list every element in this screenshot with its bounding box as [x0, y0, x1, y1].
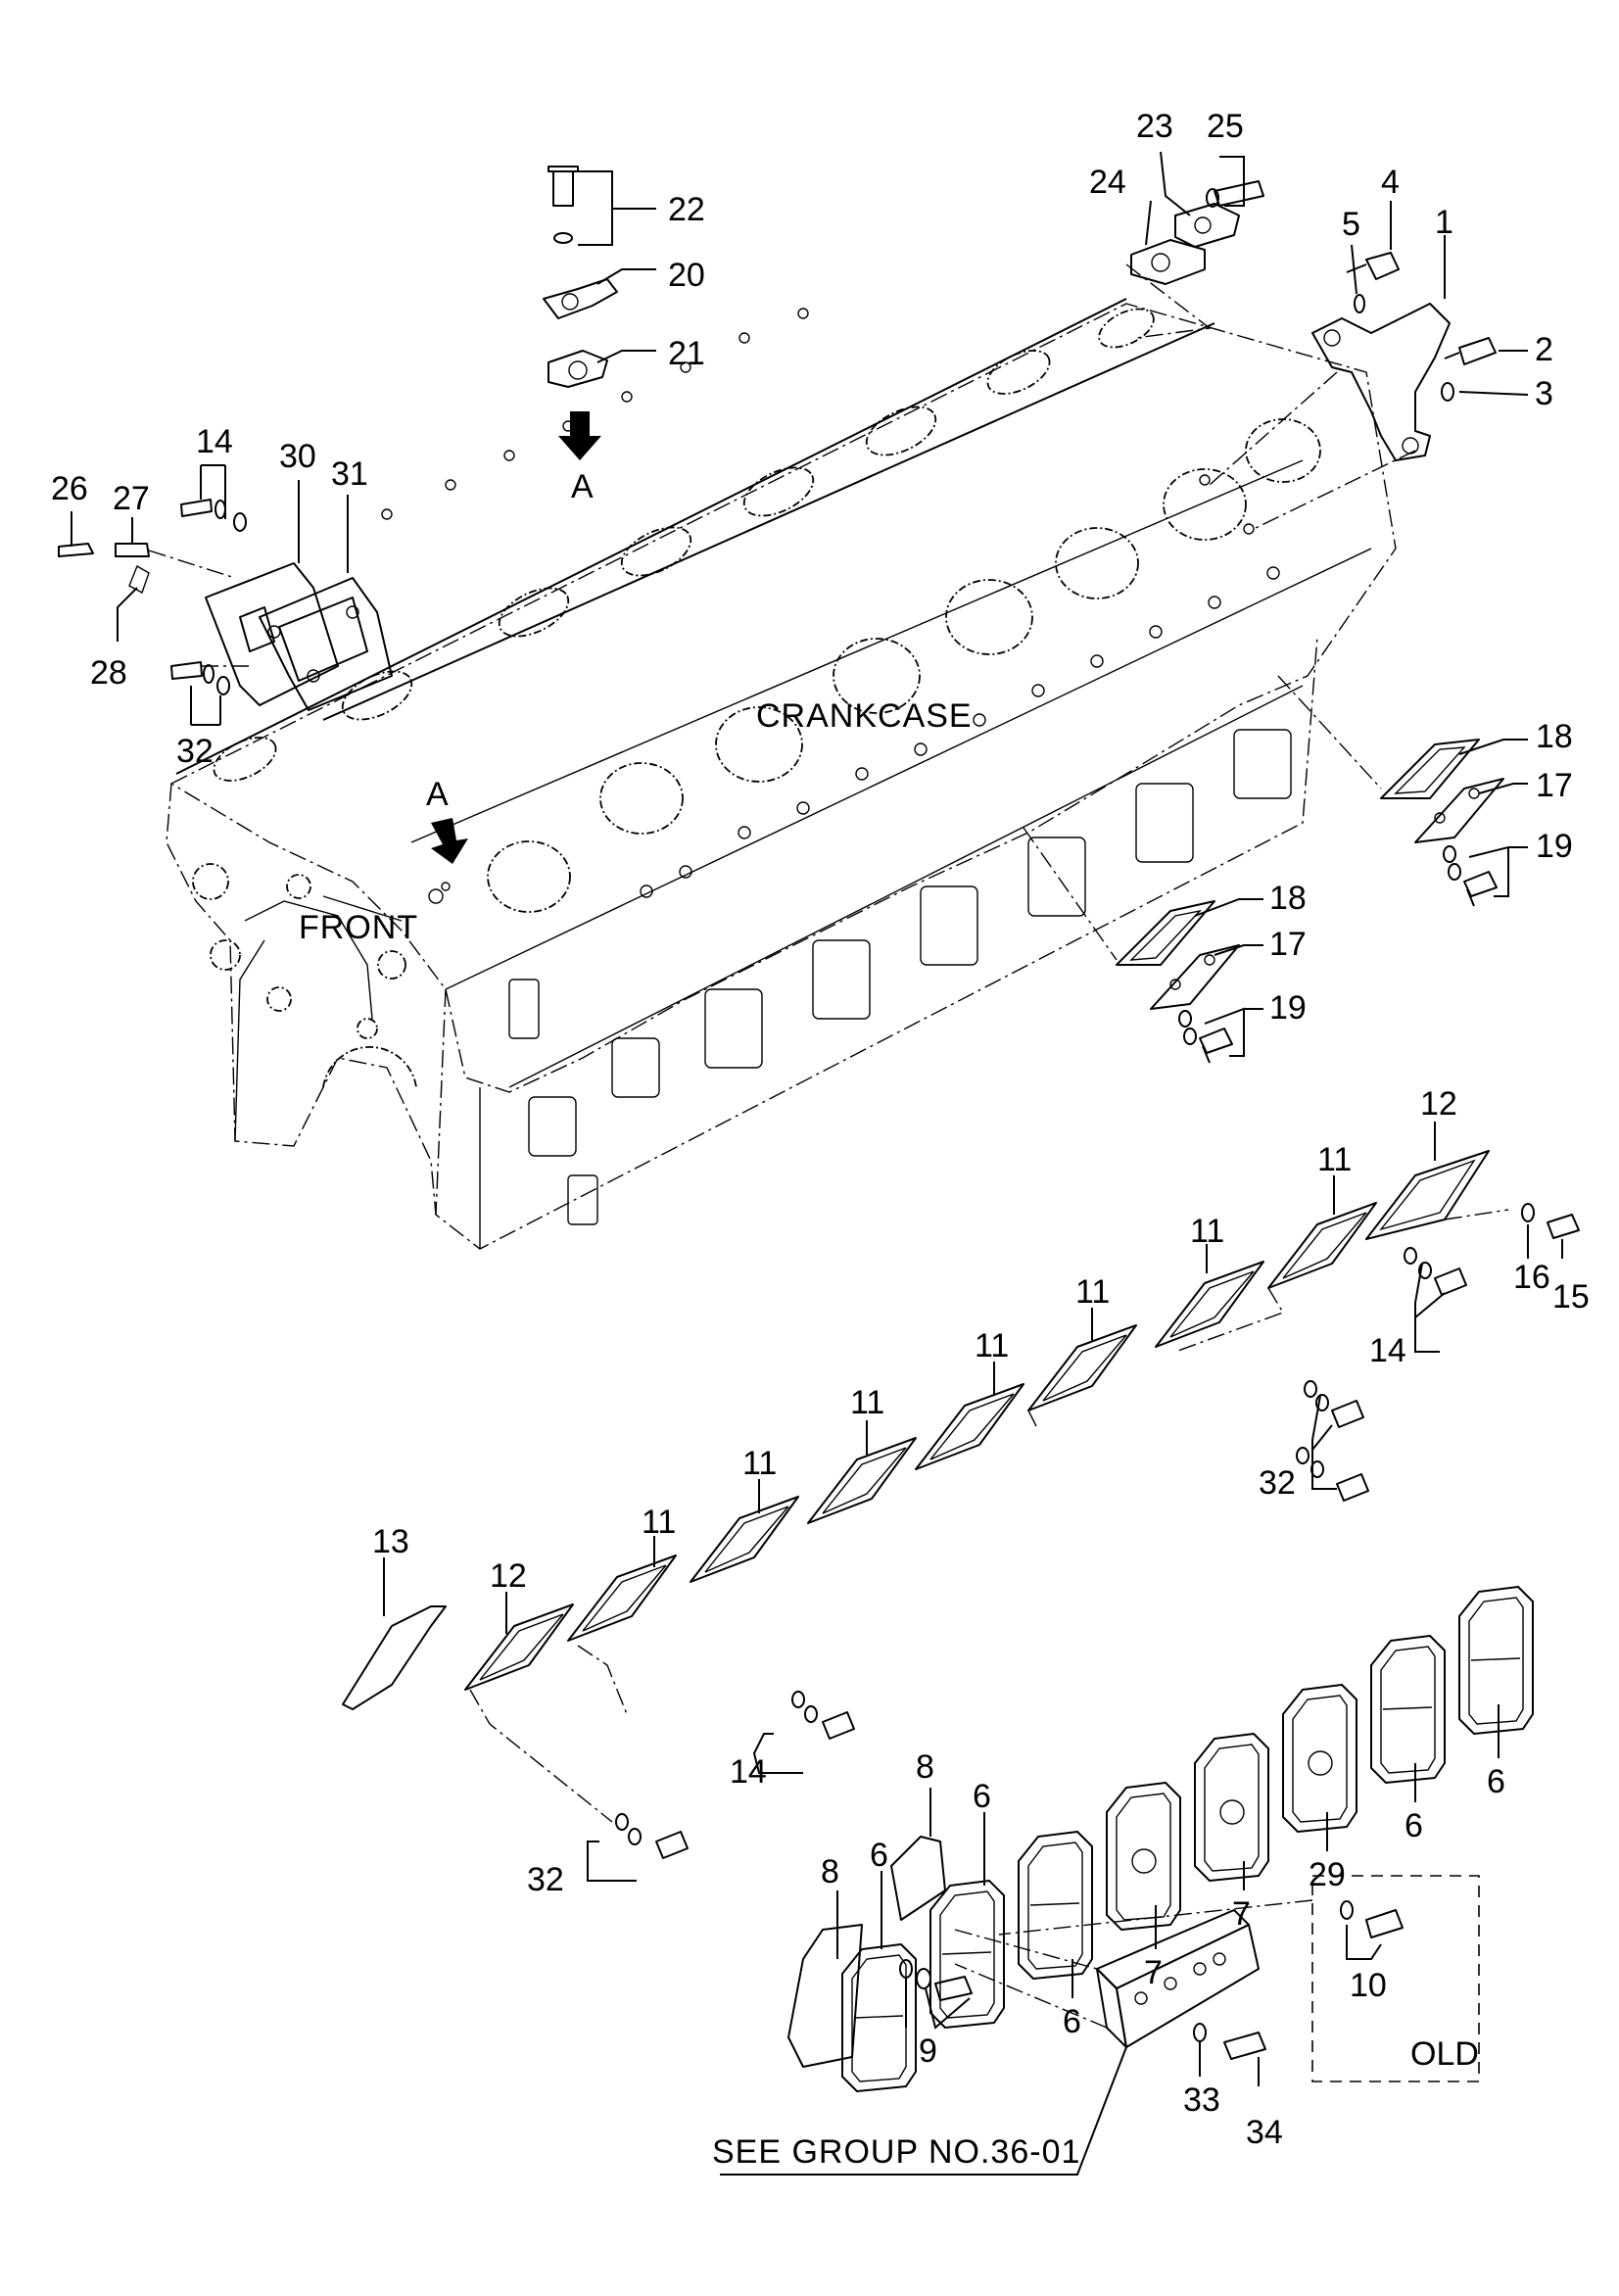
callout-19-lower: 19 — [1269, 989, 1307, 1027]
callout-6-5: 6 — [1487, 1763, 1505, 1800]
callout-21: 21 — [668, 335, 705, 372]
side-cover-assembly — [58, 464, 393, 726]
callout-6-2: 6 — [973, 1778, 991, 1815]
callout-11-3: 11 — [1075, 1273, 1110, 1311]
callout-28: 28 — [90, 654, 127, 692]
callout-12-left: 12 — [490, 1557, 527, 1595]
callout-32-left: 32 — [176, 733, 214, 770]
callout-7-2: 7 — [1232, 1895, 1251, 1933]
crankcase-label: CRANKCASE — [756, 697, 973, 735]
callout-2: 2 — [1535, 331, 1553, 368]
callout-5: 5 — [1342, 206, 1360, 243]
callout-9: 9 — [919, 2033, 937, 2070]
cover-plate-assembly-top — [543, 166, 656, 460]
callout-6-3: 6 — [1063, 2003, 1081, 2040]
see-group-reference: SEE GROUP NO.36-01 — [712, 2133, 1080, 2171]
callout-31: 31 — [331, 455, 368, 493]
callout-22: 22 — [668, 191, 705, 228]
front-label: FRONT — [299, 909, 418, 946]
callout-16: 16 — [1513, 1259, 1550, 1296]
callout-11-1: 11 — [1317, 1141, 1352, 1178]
callout-11-6: 11 — [742, 1445, 777, 1482]
callout-8-right: 8 — [916, 1748, 934, 1786]
callout-6-1: 6 — [870, 1837, 888, 1874]
callout-27: 27 — [113, 480, 150, 517]
callout-32-bottom: 32 — [527, 1861, 564, 1898]
callout-11-2: 11 — [1190, 1213, 1224, 1250]
callout-12-right: 12 — [1420, 1085, 1457, 1123]
callout-24: 24 — [1089, 164, 1126, 201]
callout-3: 3 — [1535, 375, 1553, 412]
old-label: OLD — [1410, 2035, 1479, 2073]
callout-29: 29 — [1309, 1856, 1346, 1893]
callout-25: 25 — [1207, 108, 1244, 145]
gasket-set-right-lower — [1023, 827, 1263, 1064]
callout-14-bottom: 14 — [730, 1753, 767, 1791]
callout-26: 26 — [51, 470, 88, 507]
callout-34: 34 — [1246, 2114, 1283, 2151]
callout-11-5: 11 — [850, 1384, 884, 1421]
callout-13: 13 — [372, 1523, 409, 1560]
callout-7-1: 7 — [1144, 1954, 1163, 1991]
callout-14-right: 14 — [1369, 1332, 1406, 1369]
callout-10: 10 — [1350, 1967, 1387, 2004]
callout-30: 30 — [279, 438, 316, 475]
cover-plate-assembly-right — [1125, 151, 1264, 339]
callout-18-lower: 18 — [1269, 880, 1307, 917]
callout-11-7: 11 — [642, 1504, 676, 1541]
gasket-set-right-upper — [1277, 675, 1528, 907]
callout-11-4: 11 — [975, 1327, 1009, 1364]
view-arrow-a-block: A — [426, 776, 449, 813]
crankcase — [166, 298, 1397, 1250]
callout-6-4: 6 — [1405, 1807, 1423, 1844]
door-covers-row — [720, 1586, 1534, 2176]
callout-15: 15 — [1552, 1278, 1590, 1315]
callout-4: 4 — [1381, 164, 1400, 201]
callout-20: 20 — [668, 257, 705, 294]
view-arrow-a-top: A — [571, 468, 594, 505]
callout-23: 23 — [1136, 108, 1173, 145]
callout-32-right: 32 — [1259, 1464, 1296, 1502]
callout-8-left: 8 — [821, 1853, 839, 1890]
cover-row-11-12 — [342, 1122, 1580, 1882]
callout-17-lower: 17 — [1269, 926, 1307, 963]
callout-14-left: 14 — [196, 423, 233, 460]
callout-17-upper: 17 — [1536, 767, 1573, 804]
callout-33: 33 — [1183, 2081, 1220, 2119]
callout-19-upper: 19 — [1536, 828, 1573, 865]
callout-18-upper: 18 — [1536, 718, 1573, 755]
arrow-a-block — [431, 818, 468, 864]
callout-1: 1 — [1435, 204, 1453, 241]
bracket-assembly — [1209, 201, 1529, 530]
